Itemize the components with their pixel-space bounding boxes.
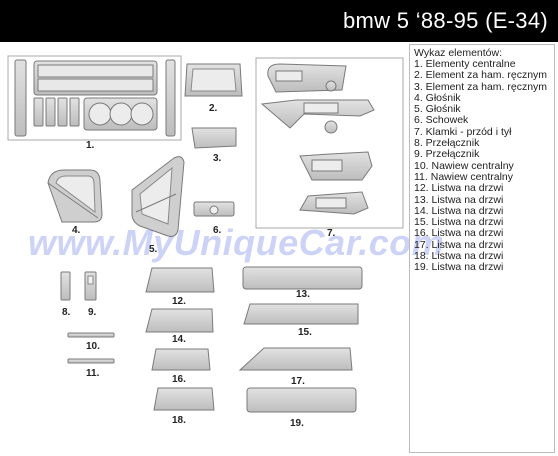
part-label-8: 8.	[62, 307, 71, 318]
part-label-18: 18.	[172, 415, 186, 426]
part-label-12: 12.	[172, 296, 186, 307]
legend-item: 8. Przełącznik	[414, 137, 480, 150]
part-18-shape	[153, 387, 215, 411]
part-label-10: 10.	[86, 341, 100, 352]
part-2-shape	[184, 63, 243, 97]
part-16-shape	[151, 348, 211, 371]
legend-title: Wykaz elementów:	[414, 47, 503, 59]
part-7-frame	[255, 57, 404, 229]
part-5-shape	[131, 156, 185, 237]
part-label-13: 13.	[296, 289, 310, 300]
part-15-shape	[243, 303, 359, 325]
part-label-14: 14.	[172, 334, 186, 345]
part-14-shape	[145, 308, 214, 333]
part-label-2: 2.	[209, 103, 218, 114]
legend-item: 11. Nawiew centralny	[414, 170, 514, 183]
legend-item: 9. Przełącznik	[414, 148, 480, 161]
legend-item: 13. Listwa na drzwi	[414, 193, 504, 206]
watermark-text: www.MyUniqueCar.com	[28, 222, 445, 263]
part-4-shape	[47, 169, 103, 223]
legend-box	[409, 44, 555, 453]
part-label-3: 3.	[213, 153, 222, 164]
part-label-6: 6.	[213, 225, 222, 236]
part-label-17: 17.	[291, 376, 305, 387]
part-8-shape	[60, 271, 71, 301]
part-10-shape	[67, 332, 115, 338]
part-9-shape	[84, 271, 97, 301]
part-label-4: 4.	[72, 225, 81, 236]
legend-item: 6. Schowek	[414, 114, 469, 127]
part-13-shape	[242, 266, 363, 290]
legend-item: 1. Elementy centralne	[414, 58, 516, 70]
part-6-shape	[193, 201, 235, 217]
part-label-19: 19.	[290, 418, 304, 429]
legend-item: 19. Listwa na drzwi	[414, 261, 504, 274]
header-bar: bmw 5 ‘88-95 (E-34)	[0, 0, 558, 42]
legend-item: 5. Głośnik	[414, 103, 461, 116]
part-label-1: 1.	[86, 140, 95, 151]
legend-list: 1. Elementy centralne 2. Element za ham.…	[414, 58, 548, 274]
legend-item: 7. Klamki - przód i tył	[414, 125, 512, 138]
legend-item: 2. Element za ham. ręcznym	[414, 69, 548, 82]
part-1-shape	[14, 59, 176, 137]
page-title: bmw 5 ‘88-95 (E-34)	[343, 8, 548, 33]
part-label-7: 7.	[327, 228, 336, 239]
part-7-shape	[260, 63, 375, 215]
legend-item: 16. Listwa na drzwi	[414, 227, 504, 240]
part-17-shape	[238, 347, 353, 371]
part-3-shape	[191, 127, 237, 149]
part-19-shape	[246, 387, 357, 413]
part-11-shape	[67, 358, 115, 364]
part-label-11: 11.	[86, 368, 100, 379]
legend-item: 17. Listwa na drzwi	[414, 238, 504, 251]
legend-item: 4. Głośnik	[414, 91, 461, 104]
legend-item: 15. Listwa na drzwi	[414, 216, 504, 229]
legend-item: 10. Nawiew centralny	[414, 159, 514, 172]
part-12-shape	[145, 267, 215, 293]
legend-item: 3. Element za ham. ręcznym	[414, 80, 548, 93]
part-label-15: 15.	[298, 327, 312, 338]
legend-item: 14. Listwa na drzwi	[414, 204, 504, 217]
legend-item: 12. Listwa na drzwi	[414, 182, 504, 195]
legend-item: 18. Listwa na drzwi	[414, 250, 504, 263]
part-1-frame	[7, 55, 182, 141]
part-label-5: 5.	[149, 244, 158, 255]
part-label-16: 16.	[172, 374, 186, 385]
part-label-9: 9.	[88, 307, 97, 318]
